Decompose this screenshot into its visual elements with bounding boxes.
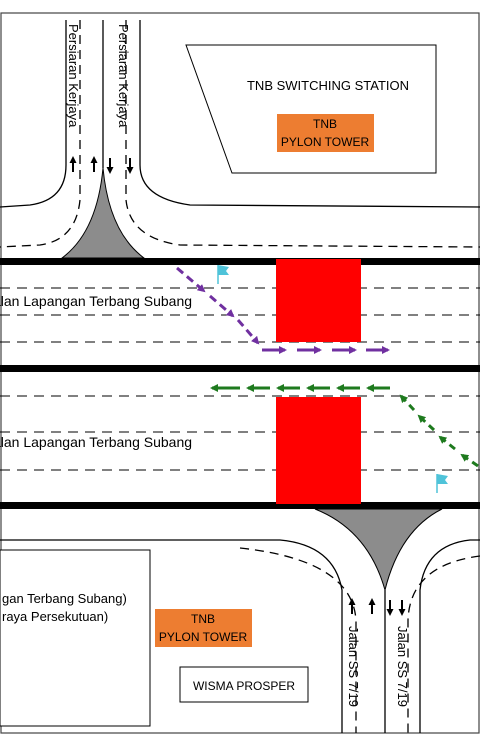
south-road-label-right: Jalan SS 7/19: [395, 626, 410, 707]
south-traffic-island: [314, 508, 443, 592]
north-pylon-tower-line1: TNB: [313, 117, 337, 131]
south-block-line1: gan Terbang Subang): [2, 591, 127, 606]
south-road-label-left: Jalan SS 7/19: [346, 626, 361, 707]
road-edge-top: [0, 258, 480, 265]
north-traffic-island: [60, 167, 146, 259]
wisma-prosper-label: WISMA PROSPER: [193, 679, 295, 693]
north-pylon-tower-box: [277, 114, 374, 152]
south-pylon-tower-line2: PYLON TOWER: [159, 630, 248, 644]
south-block: [0, 549, 151, 727]
upper-road-label: Jalan Lapangan Terbang Subang: [0, 293, 192, 309]
south-lane-arrows: [348, 598, 406, 616]
diagram-frame: [0, 12, 480, 734]
flag-icon: [436, 474, 448, 493]
tnb-switching-station: [185, 44, 437, 174]
wisma-prosper-box: [179, 666, 309, 703]
road-median: [0, 365, 480, 372]
south-pylon-tower-box: [155, 609, 252, 647]
north-road-label-right: Persiaran Kerjaya: [116, 24, 131, 128]
road-edge-bottom: [0, 502, 480, 509]
work-zone-lower: [276, 397, 361, 504]
south-side-road: [0, 539, 480, 733]
lower-road-label: Jalan Lapangan Terbang Subang: [0, 434, 192, 450]
diversion-arrows-lower: [210, 384, 479, 468]
south-block-line2: raya Persekutuan): [2, 609, 108, 624]
south-pylon-tower-line1: TNB: [191, 612, 215, 626]
north-road-label-left: Persiaran Kerjaya: [66, 24, 81, 128]
diversion-arrows-upper: [176, 266, 390, 354]
work-zone-upper: [276, 259, 361, 342]
north-pylon-tower-line2: PYLON TOWER: [281, 135, 370, 149]
north-lane-arrows: [69, 156, 134, 174]
flag-icon: [217, 265, 229, 284]
north-side-road: [0, 20, 480, 248]
switching-station-label: TNB SWITCHING STATION: [247, 78, 409, 93]
